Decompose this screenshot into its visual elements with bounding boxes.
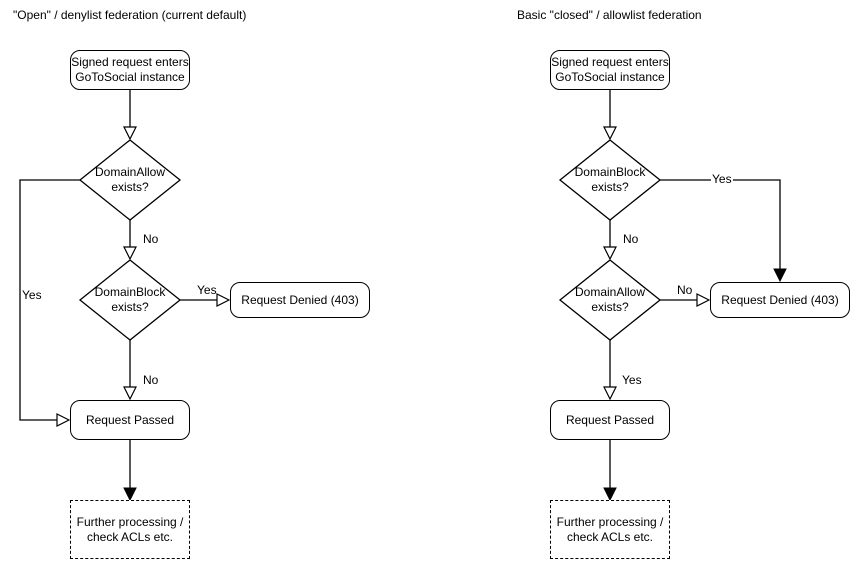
left-edge-label-d1-yes: Yes [22, 288, 42, 302]
left-edge-label-d1-no: No [143, 232, 159, 246]
right-start-node: Signed request enters GoToSocial instanc… [550, 50, 670, 90]
left-further-node: Further processing / check ACLs etc. [70, 500, 190, 559]
left-further-label: Further processing / check ACLs etc. [76, 514, 184, 544]
right-start-label: Signed request enters GoToSocial instanc… [551, 55, 669, 84]
left-denied-label: Request Denied (403) [241, 292, 359, 307]
right-edge-label-d2-no: No [677, 283, 693, 297]
right-decision1-diamond [558, 139, 662, 221]
right-passed-node: Request Passed [550, 400, 670, 440]
right-further-node: Further processing / check ACLs etc. [550, 500, 670, 559]
left-passed-node: Request Passed [70, 400, 190, 440]
left-edge-label-d2-no: No [143, 373, 159, 387]
left-denied-node: Request Denied (403) [230, 282, 370, 318]
right-chart-title: Basic "closed" / allowlist federation [517, 8, 702, 22]
edge-left-decision1-yes-to-passed [19, 179, 80, 420]
left-passed-label: Request Passed [85, 412, 175, 427]
right-further-label: Further processing / check ACLs etc. [556, 514, 664, 544]
left-chart-title: "Open" / denylist federation (current de… [13, 8, 247, 22]
right-denied-label: Request Denied (403) [721, 292, 839, 307]
left-decision1-diamond [78, 139, 182, 221]
right-denied-node: Request Denied (403) [710, 282, 850, 318]
right-edge-label-d1-yes: Yes [711, 172, 733, 186]
left-edge-label-d2-yes: Yes [197, 283, 217, 297]
right-edge-label-d1-no: No [623, 232, 639, 246]
left-decision2-diamond [78, 259, 182, 341]
right-edge-label-d2-yes: Yes [622, 373, 642, 387]
right-passed-label: Request Passed [565, 412, 655, 427]
edge-right-decision1-yes-to-denied [660, 179, 780, 269]
left-start-node: Signed request enters GoToSocial instanc… [70, 50, 190, 90]
right-decision2-diamond [558, 259, 662, 341]
left-start-label: Signed request enters GoToSocial instanc… [71, 55, 189, 84]
